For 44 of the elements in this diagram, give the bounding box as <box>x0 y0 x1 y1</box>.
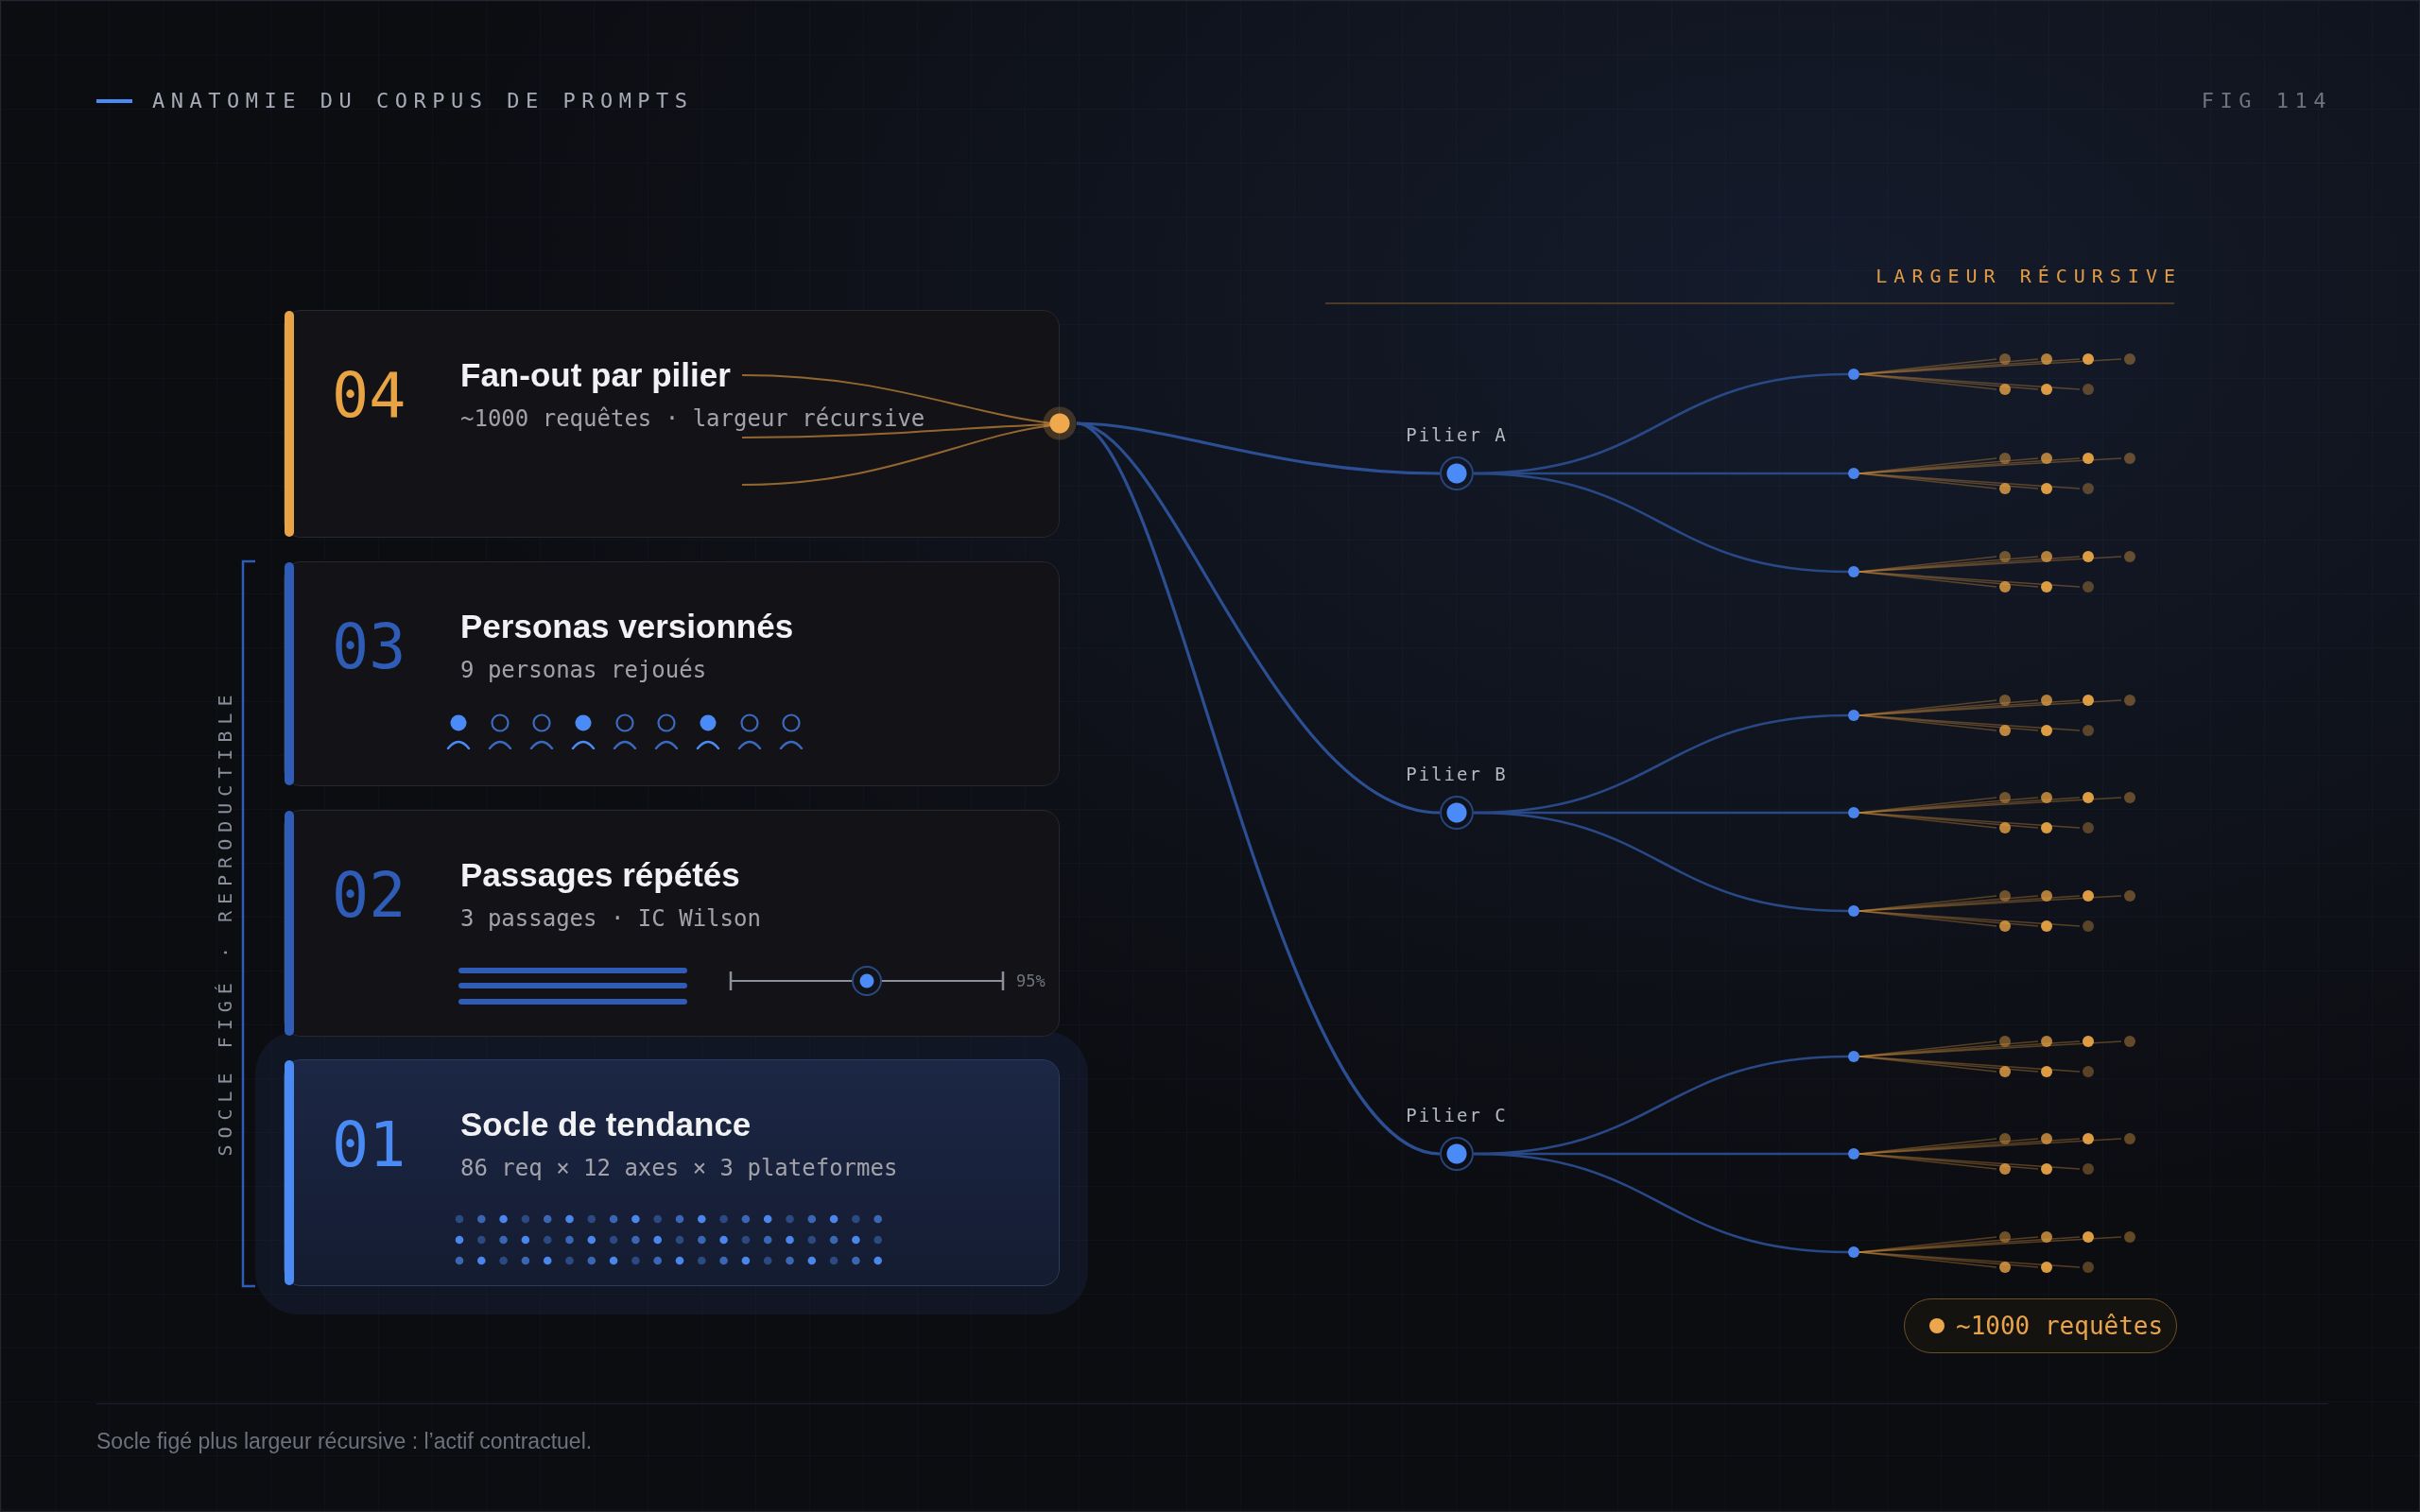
branch-node <box>1848 369 1859 380</box>
card-title: Passages répétés <box>460 855 740 895</box>
connector-line <box>1473 472 1849 574</box>
branch-node <box>1848 807 1859 818</box>
connector-line <box>1473 811 1849 913</box>
connector-line <box>1076 421 1441 1156</box>
connector-line <box>1076 421 1441 475</box>
figure-number: FIG 114 <box>2201 89 2332 113</box>
layer-number: 04 <box>332 365 406 426</box>
figure-title: ANATOMIE DU CORPUS DE PROMPTS <box>152 89 694 113</box>
layer-number: 02 <box>332 865 406 926</box>
section-label: LARGEUR RÉCURSIVE <box>1876 265 2182 287</box>
pillar-label: Pilier A <box>1406 424 1508 446</box>
pillar-node <box>1440 796 1474 830</box>
card-title: Fan-out par pilier <box>460 355 731 395</box>
layer-number: 01 <box>332 1114 406 1176</box>
branch-node <box>1848 1148 1859 1160</box>
legend-label: ~1000 requêtes <box>1956 1312 2164 1340</box>
layer-card <box>284 1059 1060 1286</box>
card-subtitle: 9 personas rejoués <box>460 657 707 684</box>
connector-line <box>1473 1152 1849 1254</box>
pillar-label: Pilier C <box>1406 1105 1508 1126</box>
bracket-label: SOCLE FIGÉ · REPRODUCTIBLE <box>214 688 236 1157</box>
card-subtitle: 86 req × 12 axes × 3 plateformes <box>460 1155 898 1182</box>
card-subtitle: ~1000 requêtes · largeur récursive <box>460 405 925 433</box>
branch-node <box>1848 1246 1859 1258</box>
pillar-label: Pilier B <box>1406 764 1508 785</box>
branch-node <box>1848 468 1859 479</box>
percent-label: 95% <box>1016 971 1046 991</box>
hub-node <box>1043 406 1077 440</box>
branch-node <box>1848 1051 1859 1062</box>
layer-card <box>284 310 1060 538</box>
branch-node <box>1848 566 1859 577</box>
pillar-node <box>1440 456 1474 490</box>
layer-number: 03 <box>332 616 406 678</box>
branch-node <box>1848 710 1859 721</box>
layer-card <box>284 561 1060 786</box>
pillar-node <box>1440 1137 1474 1171</box>
card-title: Personas versionnés <box>460 607 794 646</box>
card-subtitle: 3 passages · IC Wilson <box>460 905 761 933</box>
card-title: Socle de tendance <box>460 1105 752 1144</box>
caption: Socle figé plus largeur récursive : l’actif contractuel. <box>96 1428 593 1454</box>
branch-node <box>1848 905 1859 917</box>
layer-card <box>284 810 1060 1037</box>
